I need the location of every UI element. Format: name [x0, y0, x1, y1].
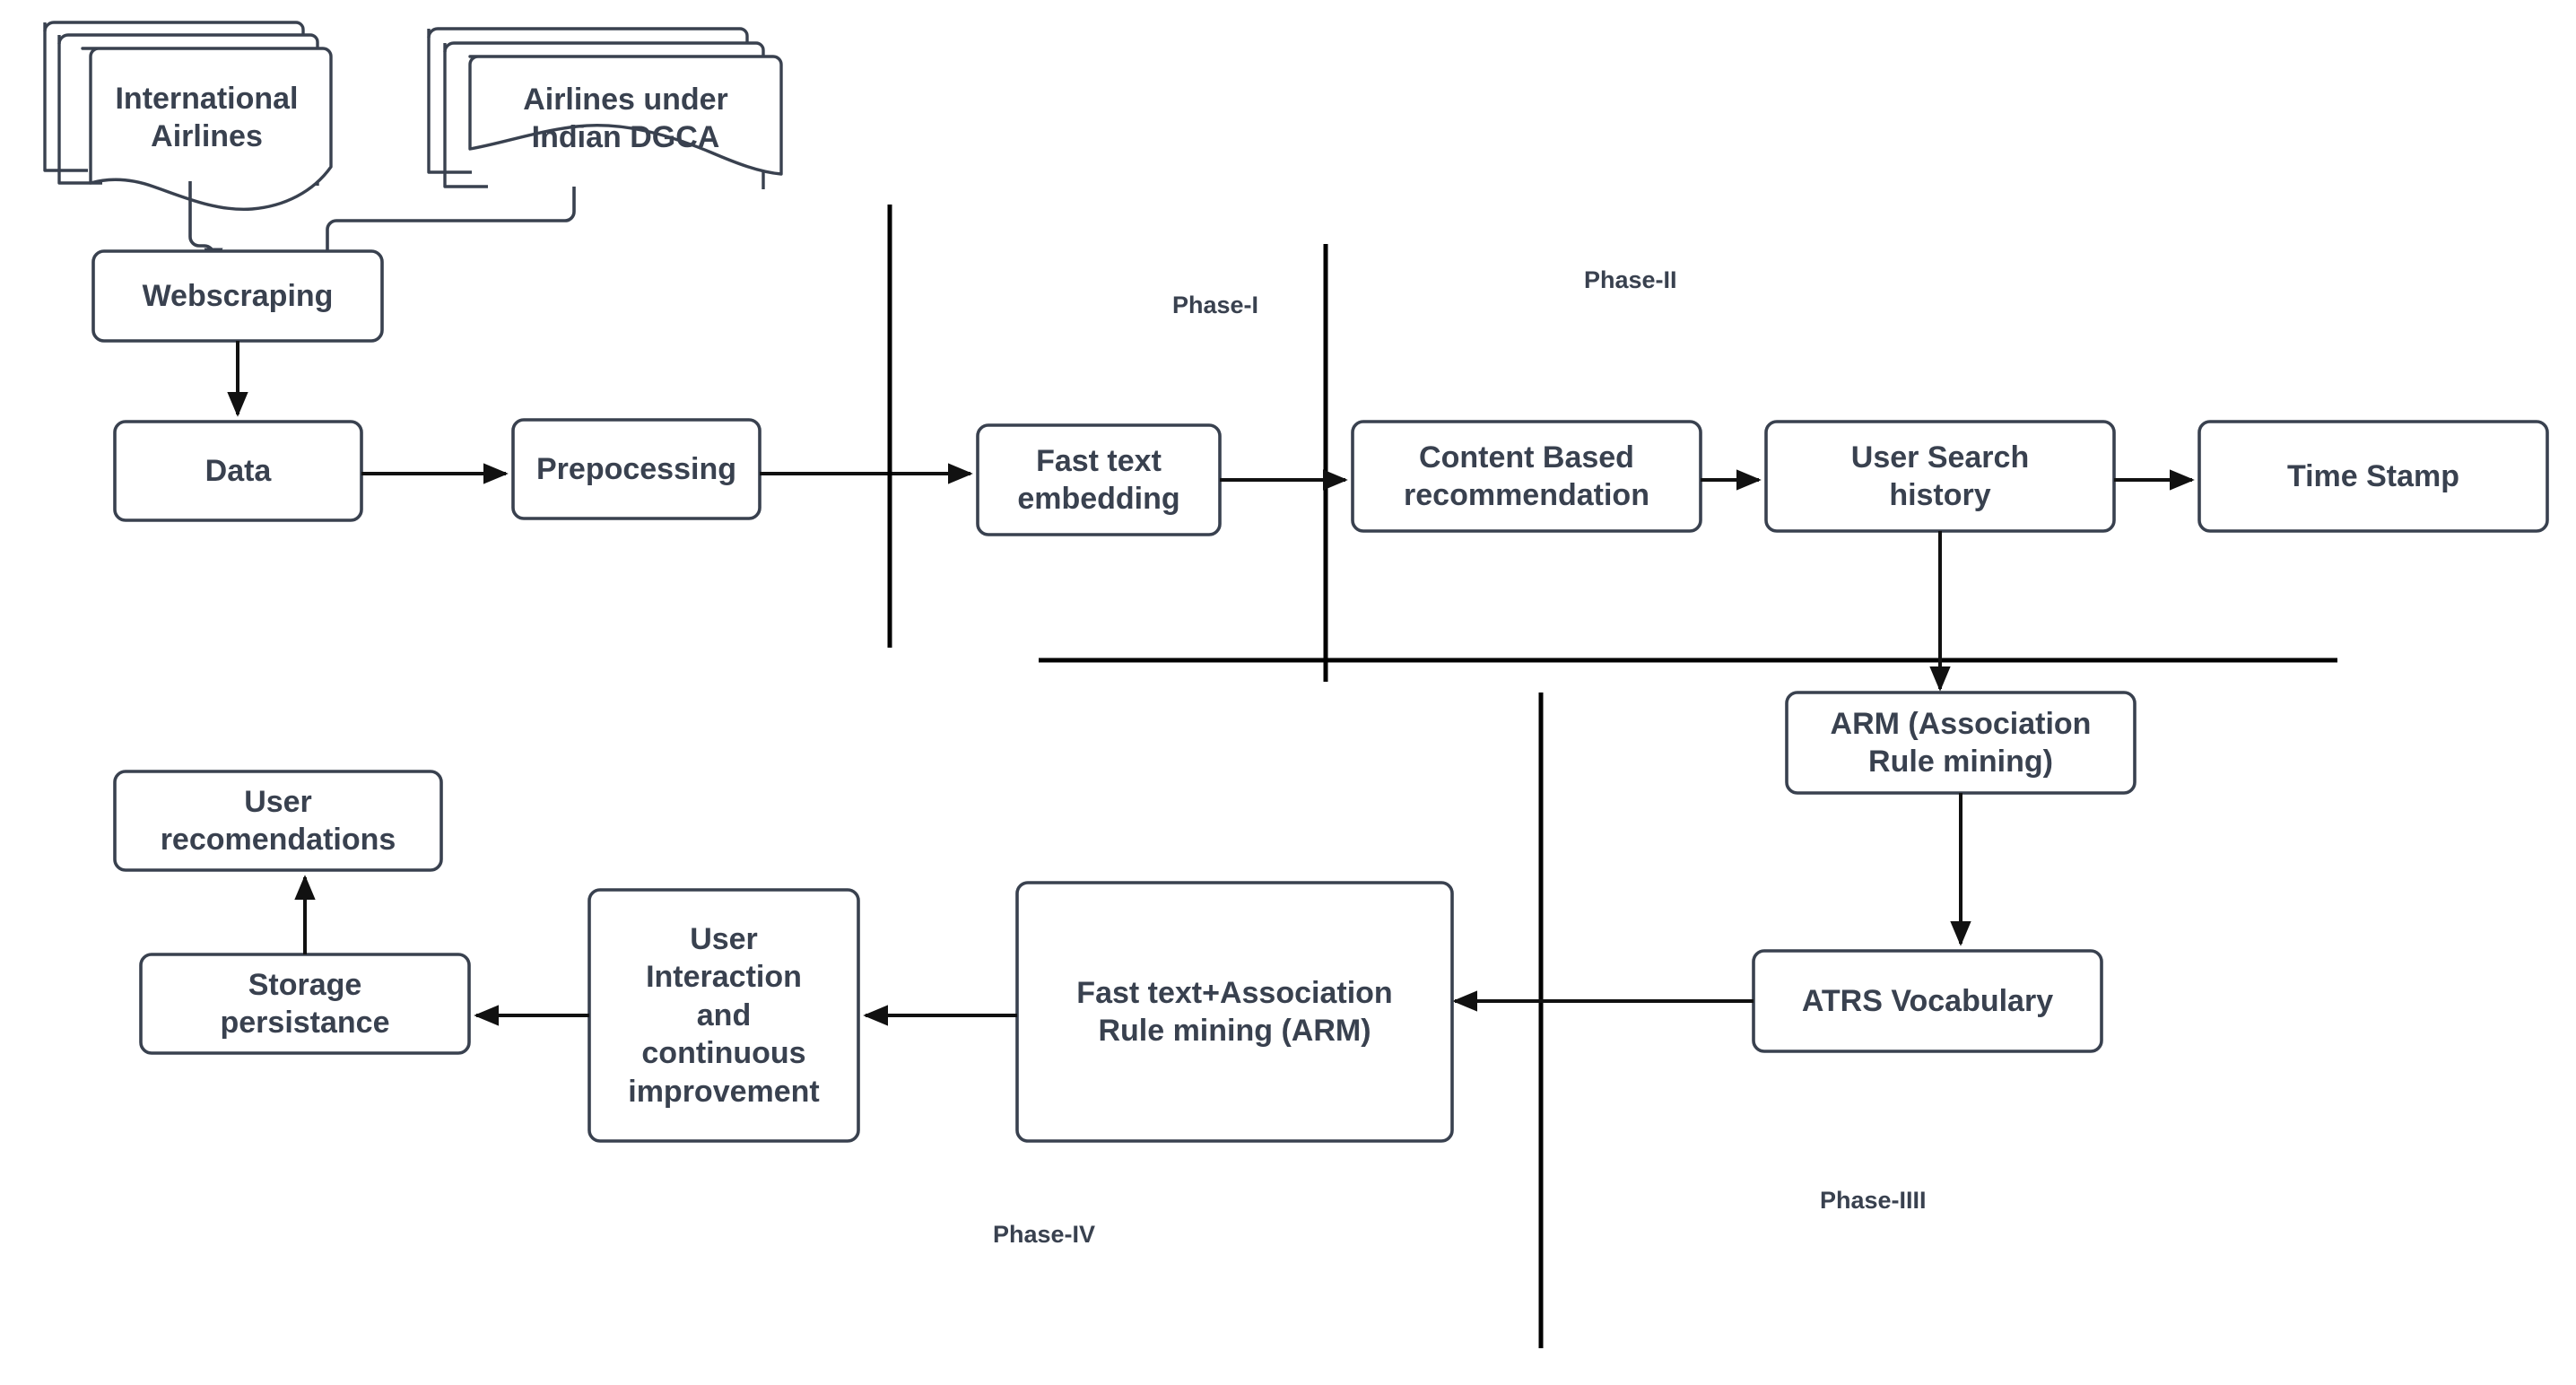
- node-prepocessing[interactable]: [513, 420, 760, 518]
- node-user-search-history[interactable]: [1766, 422, 2114, 531]
- node-fast-text-embedding[interactable]: [978, 425, 1220, 535]
- document-stack-airlines-under-indian-dgca[interactable]: [427, 27, 783, 189]
- node-user-interaction-continuous-improvement[interactable]: [589, 890, 858, 1141]
- edge-airlines-dgca-to-webscraping: [318, 187, 576, 273]
- source-international-airlines[interactable]: [45, 22, 334, 213]
- node-fast-text-association-rule-mining[interactable]: [1017, 883, 1452, 1141]
- box-time-stamp: [2197, 420, 2549, 533]
- phase-label-phase-3: Phase-IIII: [1820, 1187, 1927, 1214]
- phase-label-phase-4: Phase-IV: [993, 1221, 1096, 1248]
- node-arm-association-rule-mining[interactable]: [1787, 692, 2135, 793]
- box-prepocessing: [511, 418, 761, 520]
- node-data[interactable]: [115, 422, 361, 520]
- phase-label-phase-1: Phase-I: [1172, 292, 1259, 318]
- box-data: [113, 420, 363, 522]
- box-fast-text-association-rule-mining: [1015, 881, 1454, 1143]
- document-stack-international-airlines[interactable]: [43, 21, 333, 212]
- node-content-based-recommendation[interactable]: [1353, 422, 1701, 531]
- node-time-stamp[interactable]: [2199, 422, 2547, 531]
- node-storage-persistance[interactable]: [141, 954, 469, 1053]
- box-content-based-recommendation: [1351, 420, 1702, 533]
- node-webscraping[interactable]: [93, 251, 382, 341]
- source-airlines-under-indian-dgca[interactable]: [429, 29, 784, 210]
- box-user-recomendations: [113, 770, 443, 872]
- phase-label-phase-2: Phase-II: [1584, 266, 1677, 293]
- node-atrs-vocabulary[interactable]: [1754, 951, 2102, 1051]
- node-user-recomendations[interactable]: [115, 771, 441, 870]
